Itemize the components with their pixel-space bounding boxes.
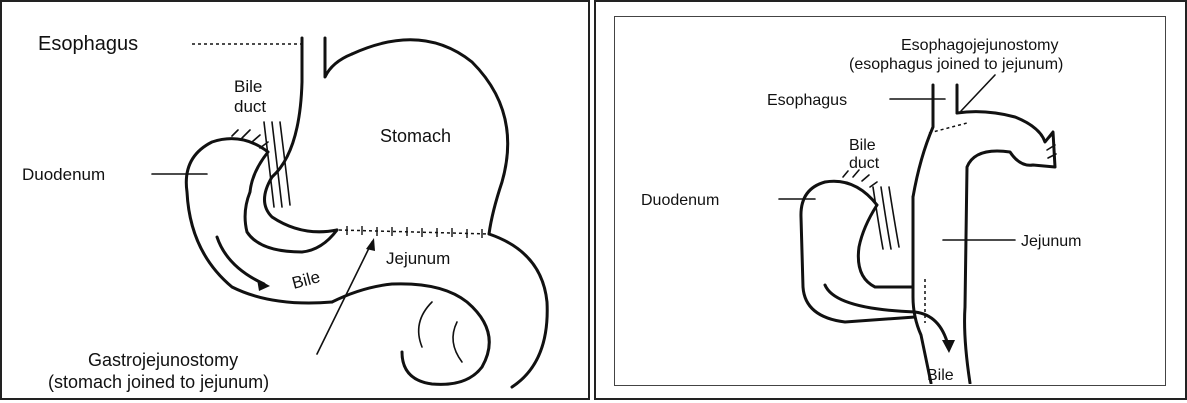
left-jejunum-fold — [419, 302, 462, 362]
right-bile-duct-shape — [873, 187, 899, 249]
right-bile-flow-arrow — [825, 285, 948, 345]
left-label-gastrojejunostomy-line1: Gastrojejunostomy — [88, 350, 238, 370]
right-duodenum-shape — [801, 181, 915, 322]
left-label-jejunum: Jejunum — [386, 249, 450, 268]
left-label-esophagus: Esophagus — [38, 33, 138, 55]
left-label-duodenum: Duodenum — [22, 165, 105, 184]
left-diagram-panel: Esophagus Bile duct Stomach Duodenum Jej… — [0, 0, 590, 400]
right-anatomy-diagram: Esophagojejunostomy (esophagus joined to… — [615, 17, 1164, 384]
right-label-esophagojejunostomy-line1: Esophagojejunostomy — [901, 37, 1058, 54]
right-esophagojejunostomy-line — [929, 123, 967, 133]
left-staple-marks — [347, 226, 482, 238]
left-label-bile: Bile — [290, 267, 322, 293]
left-label-gastrojejunostomy-line2: (stomach joined to jejunum) — [48, 372, 269, 392]
right-label-bile: Bile — [927, 367, 954, 384]
left-anastomosis-pointer — [317, 242, 372, 354]
right-bile-arrowhead — [942, 340, 955, 353]
right-label-bile-duct-line1: Bile — [849, 137, 876, 154]
left-label-stomach: Stomach — [380, 126, 451, 146]
right-esophagus-shape — [913, 85, 957, 197]
right-label-jejunum: Jejunum — [1021, 233, 1081, 250]
left-label-bile-duct-line1: Bile — [234, 77, 262, 96]
right-label-duodenum: Duodenum — [641, 192, 719, 209]
right-esophagojejunostomy-leader — [961, 75, 995, 111]
right-label-esophagojejunostomy-line2: (esophagus joined to jejunum) — [849, 56, 1063, 73]
left-bile-flow-arrow — [217, 237, 264, 284]
left-anatomy-diagram: Esophagus Bile duct Stomach Duodenum Jej… — [2, 2, 588, 398]
right-label-bile-duct-line2: duct — [849, 155, 880, 172]
left-label-bile-duct-line2: duct — [234, 97, 266, 116]
left-bile-duct-shape — [264, 122, 290, 207]
left-bile-arrowhead — [257, 279, 270, 291]
right-label-esophagus: Esophagus — [767, 92, 847, 109]
left-anastomosis-arrowhead — [366, 238, 375, 251]
right-diagram-frame: Esophagojejunostomy (esophagus joined to… — [614, 16, 1166, 386]
right-diagram-panel: Esophagojejunostomy (esophagus joined to… — [594, 0, 1187, 400]
